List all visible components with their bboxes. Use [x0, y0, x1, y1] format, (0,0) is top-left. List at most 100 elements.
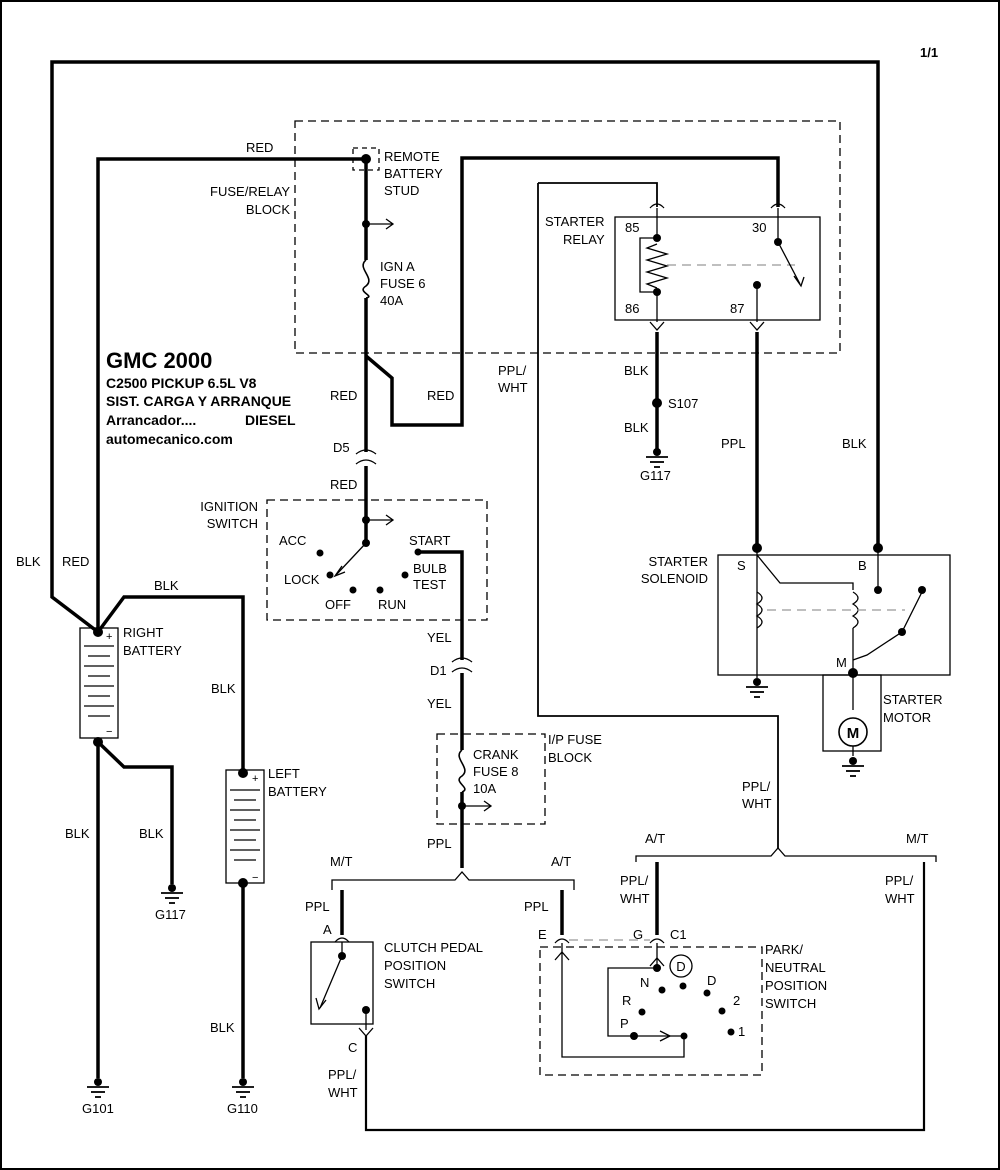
- solenoid-s: S: [737, 558, 746, 573]
- branch-labels: M/T A/T A/T M/T: [330, 831, 928, 869]
- clutch-pedal-switch: [310, 937, 374, 1037]
- ign-pos-start: START: [409, 533, 450, 548]
- ground-g110-icon: [231, 1077, 255, 1098]
- ign-pos-bulb: BULB: [413, 561, 447, 576]
- header-line1: C2500 PICKUP 6.5L V8: [106, 375, 257, 391]
- ground-labels: G117 G117 G101 G110: [82, 468, 671, 1116]
- wire-red-d5-top: RED: [330, 388, 357, 403]
- remote-stud-label-1: REMOTE: [384, 149, 440, 164]
- fuse-relay-block-label-2: BLOCK: [246, 202, 290, 217]
- ignition-switch-label-2: SWITCH: [207, 516, 258, 531]
- component-labels: FUSE/RELAY BLOCK REMOTE BATTERY STUD IGN…: [123, 149, 942, 1011]
- solenoid-m: M: [836, 655, 847, 670]
- starter-solenoid-label-1: STARTER: [649, 554, 708, 569]
- header-website: automecanico.com: [106, 431, 233, 447]
- wire-ppl-wht-top-2: WHT: [498, 380, 528, 395]
- starter-relay: 85 86 30 87: [614, 203, 821, 331]
- ground-g117-relay-icon: [645, 447, 669, 468]
- wire-ppl-wht-c-1: PPL/: [328, 1067, 357, 1082]
- splice-s107: [652, 398, 662, 408]
- ignition-switch: [316, 514, 422, 594]
- wire-blk-left: BLK: [16, 554, 41, 569]
- starter-motor-label-2: MOTOR: [883, 710, 931, 725]
- conn-a: A: [323, 922, 332, 937]
- right-battery-label-2: BATTERY: [123, 643, 182, 658]
- pn-position-labels: D N D R 2 P 1: [620, 959, 745, 1039]
- ground-g117-relay: G117: [640, 468, 671, 483]
- wire-red-battery: RED: [62, 554, 89, 569]
- header-line2: SIST. CARGA Y ARRANQUE: [106, 393, 291, 409]
- wire-red-top: RED: [246, 140, 273, 155]
- ign-pos-acc: ACC: [279, 533, 306, 548]
- wire-blk-battery-link: BLK: [154, 578, 179, 593]
- clutch-switch-label-1: CLUTCH PEDAL: [384, 940, 483, 955]
- ip-fuse-block-label-2: BLOCK: [548, 750, 592, 765]
- starter-solenoid-label-2: SOLENOID: [641, 571, 708, 586]
- conn-g: G: [633, 927, 643, 942]
- ign-fuse-label-1: IGN A: [380, 259, 415, 274]
- fuse-relay-block-label-1: FUSE/RELAY: [210, 184, 290, 199]
- wire-yel-top: YEL: [427, 630, 452, 645]
- branch-at-right: A/T: [645, 831, 665, 846]
- branch-at-left: A/T: [551, 854, 571, 869]
- wire-ppl-wht-g-1: PPL/: [620, 873, 649, 888]
- conn-c1: C1: [670, 927, 687, 942]
- pn-1: 1: [738, 1024, 745, 1039]
- header-line3-left: Arrancador....: [106, 412, 196, 428]
- wire-ppl-wht-r-2: WHT: [885, 891, 915, 906]
- pn-switch-label-3: POSITION: [765, 978, 827, 993]
- ignition-switch-label-1: IGNITION: [200, 499, 258, 514]
- crank-fuse-label-1: CRANK: [473, 747, 519, 762]
- wire-blk-g117: BLK: [139, 826, 164, 841]
- clutch-switch-label-2: POSITION: [384, 958, 446, 973]
- crank-fuse: [458, 749, 493, 812]
- wire-blk-g110: BLK: [210, 1020, 235, 1035]
- pn-2: 2: [733, 993, 740, 1008]
- relay-pin-85: 85: [625, 220, 639, 235]
- branch-mt-right: M/T: [906, 831, 928, 846]
- solenoid-b: B: [858, 558, 867, 573]
- wire-ppl-wht-c-2: WHT: [328, 1085, 358, 1100]
- wire-ppl-e: PPL: [524, 899, 549, 914]
- starter-relay-label-1: STARTER: [545, 214, 604, 229]
- clutch-switch-label-3: SWITCH: [384, 976, 435, 991]
- wire-blk-relay-top: BLK: [624, 363, 649, 378]
- pn-r: R: [622, 993, 631, 1008]
- ign-pos-run: RUN: [378, 597, 406, 612]
- starter-motor: M: [822, 674, 882, 756]
- crank-fuse-label-2: FUSE 8: [473, 764, 519, 779]
- ip-fuse-block-label-1: I/P FUSE: [548, 732, 602, 747]
- pn-d: D: [707, 973, 716, 988]
- starter-solenoid: [717, 543, 951, 710]
- ign-fuse-icon: [362, 259, 370, 299]
- ign-pos-off: OFF: [325, 597, 351, 612]
- conn-s107: S107: [668, 396, 698, 411]
- wire-blk-g101: BLK: [65, 826, 90, 841]
- wires: [50, 60, 926, 1132]
- pn-switch-label-1: PARK/: [765, 942, 803, 957]
- relay-pin-86: 86: [625, 301, 639, 316]
- conn-e: E: [538, 927, 547, 942]
- left-battery: + −: [225, 768, 265, 888]
- page-number: 1/1: [920, 45, 938, 60]
- wire-ppl-wht-g-2: WHT: [620, 891, 650, 906]
- conn-c: C: [348, 1040, 357, 1055]
- arrow-stud: [366, 218, 395, 230]
- ground-g117-battery-icon: [160, 883, 184, 904]
- branch-brackets: [331, 847, 937, 890]
- ign-fuse-label-2: FUSE 6: [380, 276, 426, 291]
- svg-text:+: +: [106, 631, 112, 643]
- wire-yel-bot: YEL: [427, 696, 452, 711]
- connector-labels: D5 D1 S107 A C E G C1: [323, 396, 698, 1055]
- wire-ppl-a: PPL: [305, 899, 330, 914]
- header: GMC 2000 C2500 PICKUP 6.5L V8 SIST. CARG…: [106, 348, 296, 447]
- remote-stud-label-2: BATTERY: [384, 166, 443, 181]
- left-battery-label-2: BATTERY: [268, 784, 327, 799]
- wire-ppl-wht-top-1: PPL/: [498, 363, 527, 378]
- pn-d-circle-icon: [669, 954, 693, 978]
- relay-pin-87: 87: [730, 301, 744, 316]
- wire-ppl-wht-r-1: PPL/: [885, 873, 914, 888]
- park-neutral-switch: [554, 938, 735, 1058]
